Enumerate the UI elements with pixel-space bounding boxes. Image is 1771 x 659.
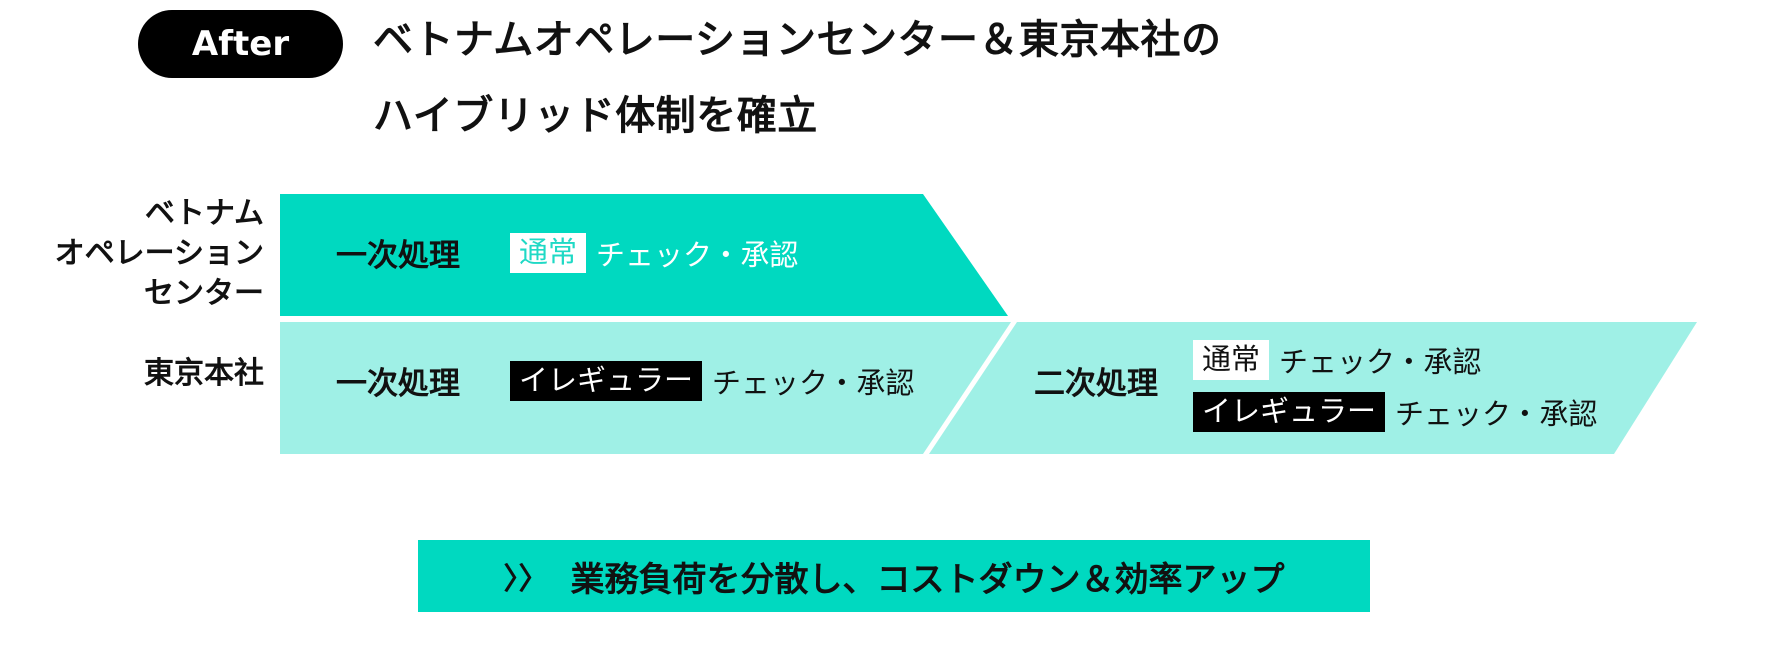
- tokyo-secondary-item-normal: 通常 チェック・承認: [1193, 339, 1481, 381]
- vn-primary-band: [280, 194, 1008, 316]
- row-label-vietnam-line-1: ベトナム: [144, 196, 264, 231]
- headline-line-2: ハイブリッド体制を確立: [373, 93, 818, 139]
- double-chevron-icon: 〉〉: [503, 562, 549, 597]
- vn-primary-chip-normal: 通常: [510, 233, 587, 273]
- vn-primary-item-text: チェック・承認: [596, 238, 799, 272]
- tokyo-secondary-item-irregular-text: チェック・承認: [1395, 397, 1598, 431]
- row-label-tokyo: 東京本社: [144, 356, 264, 391]
- tokyo-secondary-chip-normal: 通常: [1193, 340, 1270, 380]
- tokyo-primary-item-text: チェック・承認: [712, 366, 915, 400]
- tokyo-secondary-item-irregular: イレギュラー チェック・承認: [1193, 391, 1597, 433]
- summary-banner: 〉〉 業務負荷を分散し、コストダウン＆効率アップ: [418, 540, 1370, 612]
- row-label-vietnam-line-3: センター: [144, 276, 264, 311]
- tokyo-primary-title: 一次処理: [336, 366, 460, 402]
- after-badge-label: After: [191, 24, 290, 64]
- vn-primary-item: 通常 チェック・承認: [510, 232, 798, 274]
- tokyo-secondary-chip-irregular: イレギュラー: [1193, 392, 1386, 432]
- row-label-vietnam: ベトナム オペレーション センター: [55, 194, 264, 314]
- row-label-vietnam-line-2: オペレーション: [54, 236, 264, 271]
- vn-primary-title: 一次処理: [336, 238, 460, 274]
- tokyo-secondary-item-normal-text: チェック・承認: [1279, 345, 1482, 379]
- tokyo-primary-chip-irregular: イレギュラー: [510, 361, 703, 401]
- tokyo-secondary-title: 二次処理: [1034, 366, 1158, 402]
- tokyo-primary-item: イレギュラー チェック・承認: [510, 360, 914, 402]
- headline-line-1: ベトナムオペレーションセンター＆東京本社の: [373, 17, 1222, 63]
- after-badge: After: [138, 10, 343, 78]
- summary-text: 業務負荷を分散し、コストダウン＆効率アップ: [570, 559, 1285, 600]
- tokyo-secondary-band: [929, 322, 1697, 454]
